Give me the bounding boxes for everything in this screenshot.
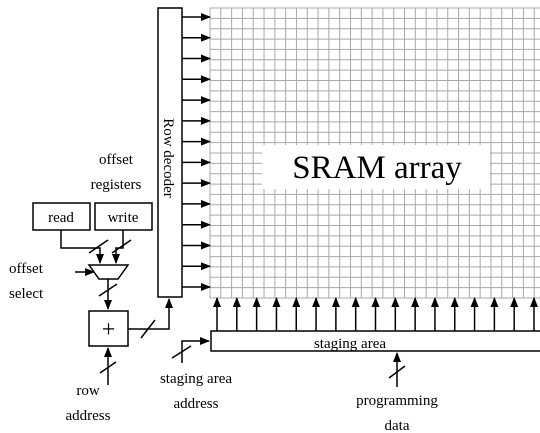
staging-area-label: staging area	[314, 336, 386, 352]
programming-data-label-line2: data	[385, 418, 410, 433]
staging-area-address-label-line1: staging area	[160, 371, 232, 387]
offset-registers-label-line1: offset	[99, 152, 134, 168]
staging-address-wire	[181, 337, 210, 363]
row-decoder-box	[157, 7, 183, 298]
row-address-label-line2: address	[66, 408, 111, 424]
staging-input-arrows	[213, 297, 538, 331]
programming-data-label-line1: programming	[356, 393, 438, 409]
staging-area: staging area	[210, 330, 540, 352]
sram-array-label: SRAM array	[292, 150, 462, 186]
row-address-label-line1: row	[76, 383, 99, 399]
staging-area-address-label-line2: address	[174, 396, 219, 412]
offset-select-label-line1: offset	[9, 261, 44, 277]
sram-label-backdrop	[262, 145, 490, 189]
write-bus-slash	[111, 239, 132, 254]
adder-to-decoder-wire	[128, 298, 173, 330]
read-to-mux-wire	[60, 230, 104, 264]
read-register-label: read	[48, 210, 74, 226]
mux-bus-slash	[98, 283, 118, 297]
decoder-output-arrows	[182, 13, 211, 291]
row-decoder-label: Row decoder	[160, 118, 176, 198]
row-address-bus-slash	[99, 361, 117, 374]
offset-registers-label-line2: registers	[91, 177, 142, 193]
offset-mux	[87, 264, 130, 280]
read-bus-slash	[88, 239, 109, 254]
staging-area-box	[210, 330, 540, 352]
programming-data-bus-slash	[388, 365, 406, 379]
write-register-label: write	[108, 210, 139, 226]
row-decoder: Row decoder	[157, 7, 183, 298]
adder-symbol: +	[102, 317, 116, 343]
adder-bus-slash	[140, 319, 156, 339]
staging-address-bus-slash	[171, 345, 192, 359]
read-register-box	[32, 202, 91, 231]
offset-select-label-line2: select	[9, 286, 44, 302]
